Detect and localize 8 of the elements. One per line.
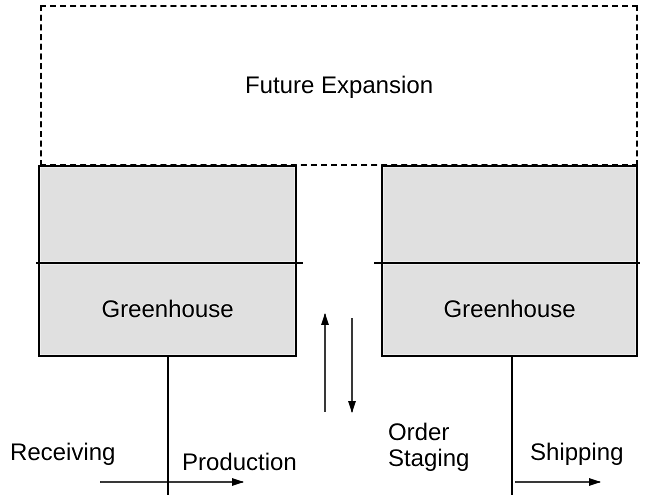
area-label: Greenhouse [442,294,577,324]
expansion-area [40,5,638,166]
area-label: Order Staging [388,420,470,472]
area-label: Shipping [530,440,624,466]
area-label: Greenhouse [100,294,235,324]
area-label: Production [182,450,297,476]
area-label: Receiving [10,440,116,466]
area-label: Future Expansion [244,70,434,100]
